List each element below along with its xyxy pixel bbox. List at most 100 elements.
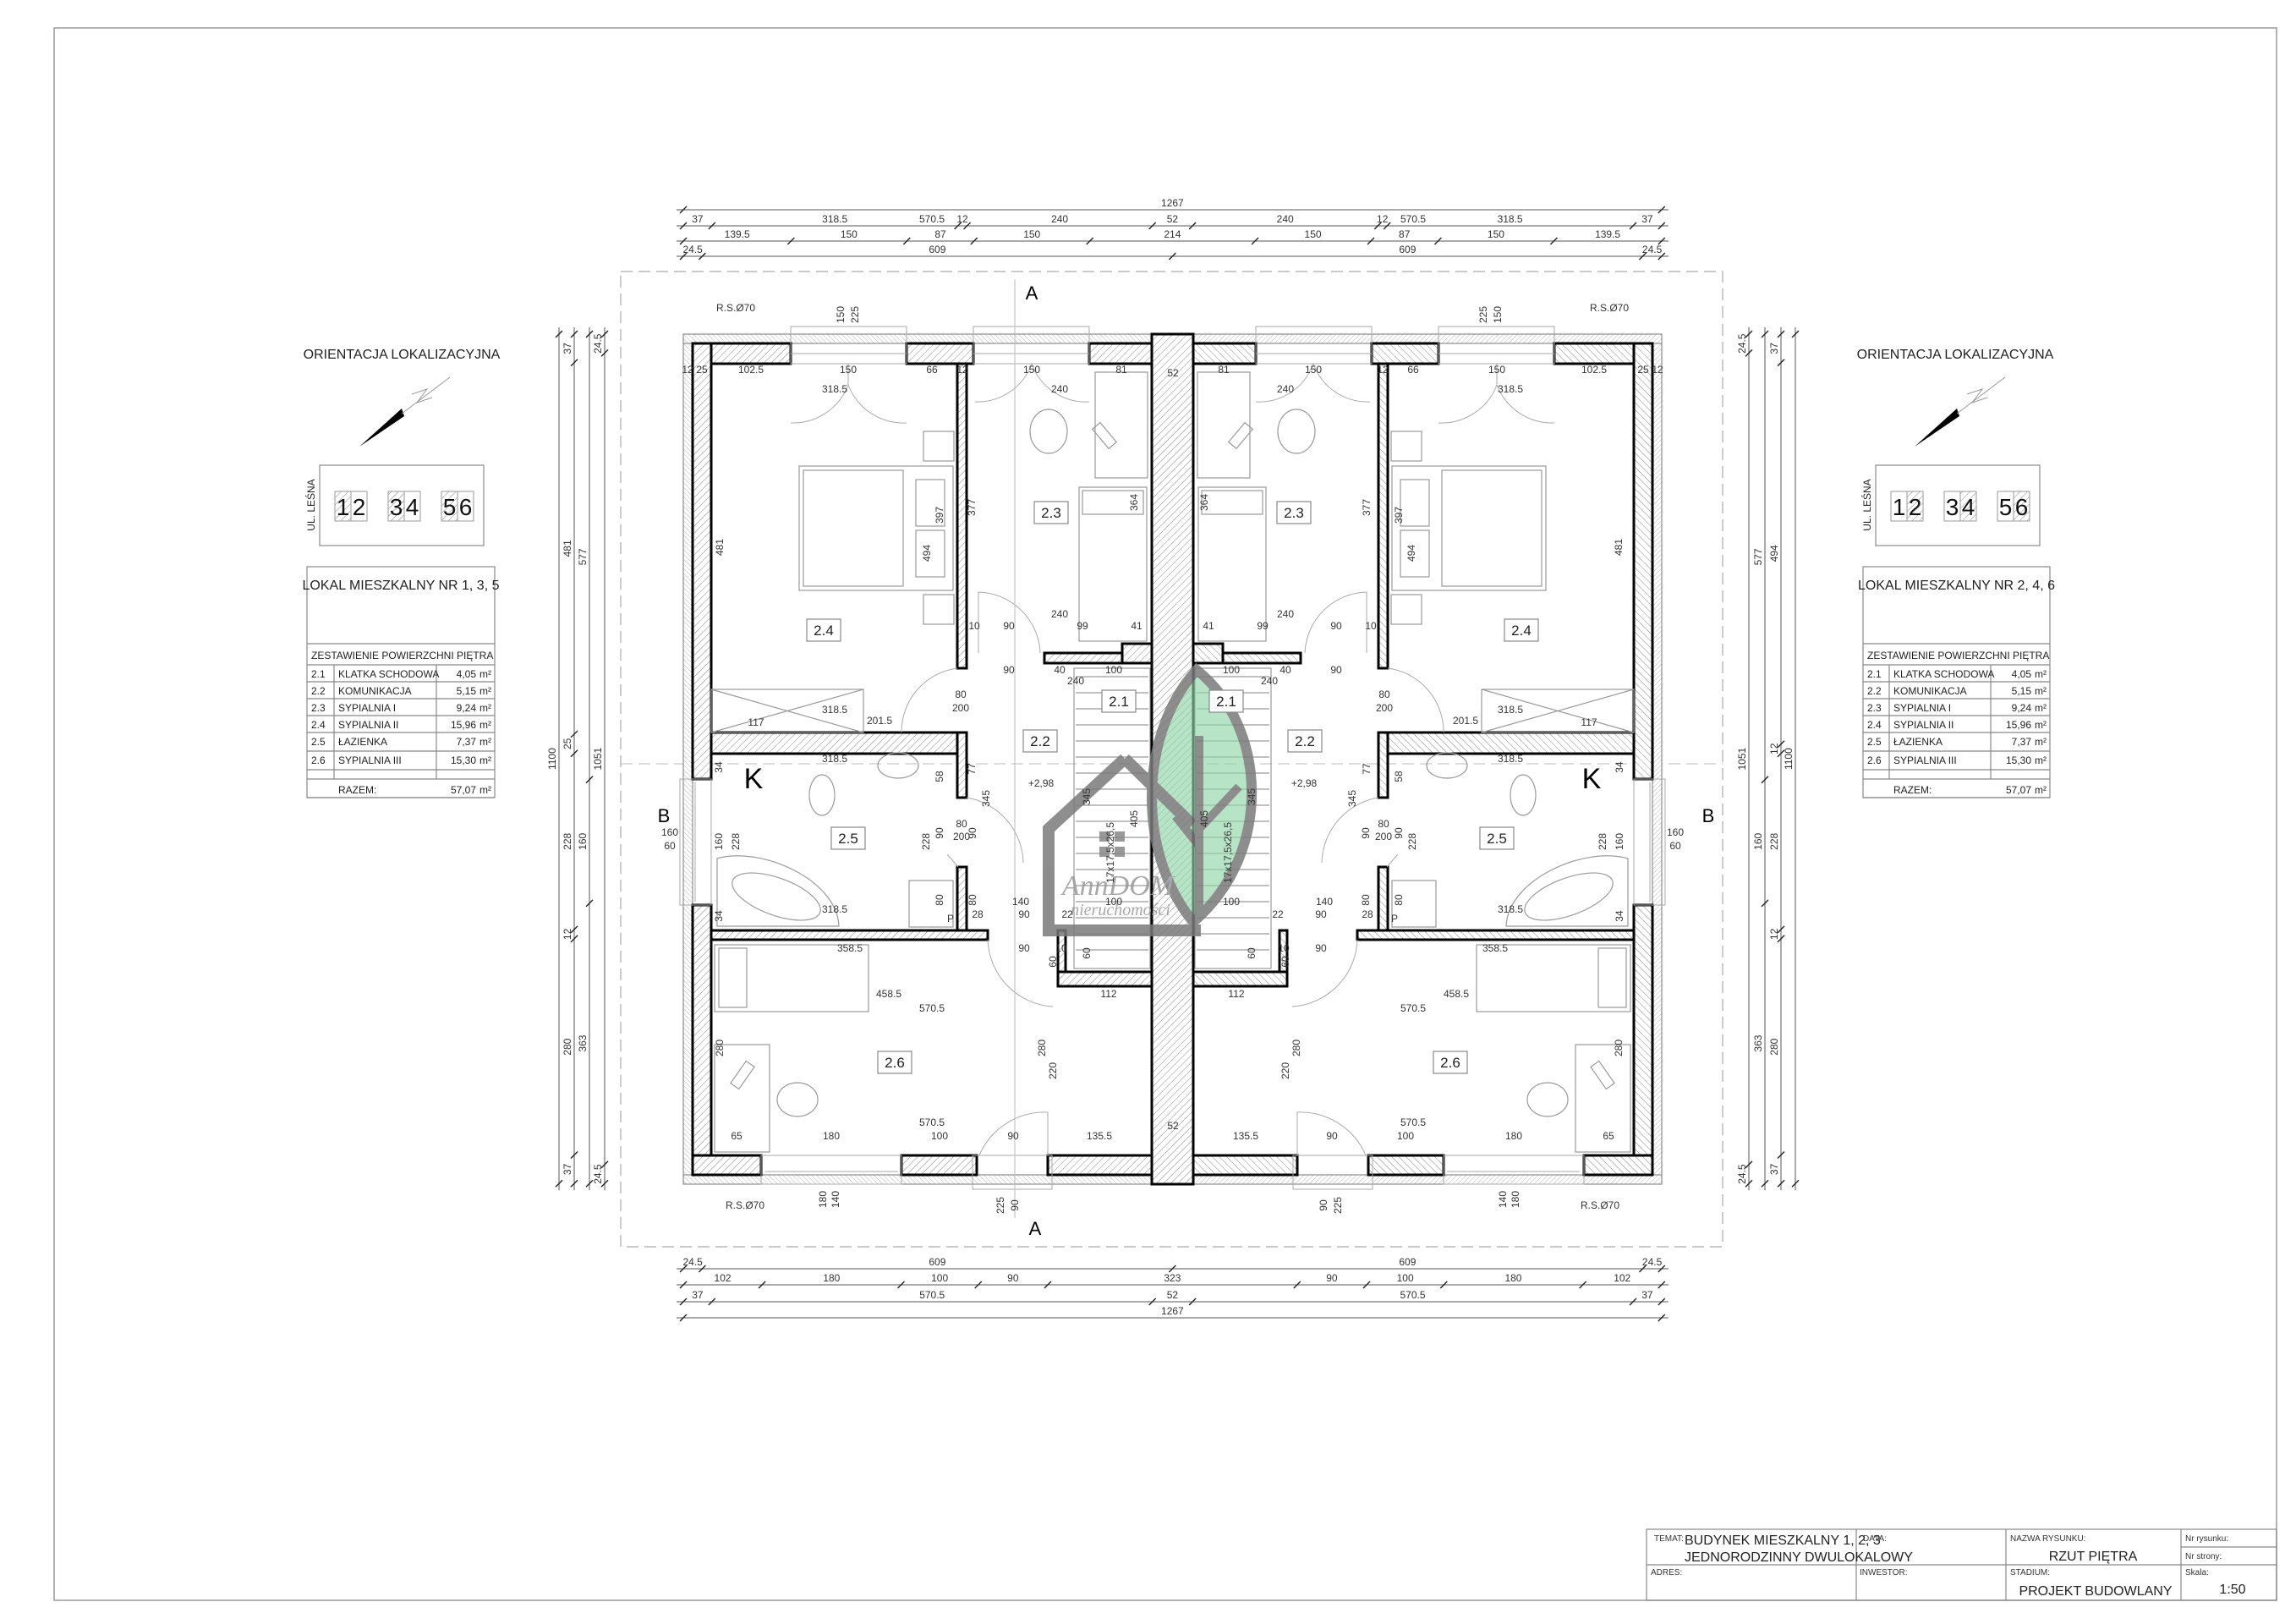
house-outline (1043, 754, 1201, 936)
dimension-label: 24.5 (1642, 244, 1663, 255)
dimension-tick (679, 1265, 688, 1273)
interior-dim-right: 140 (1316, 896, 1333, 908)
dimension-label: 160 (1752, 833, 1764, 850)
interior-dim-right: 12 (1377, 364, 1389, 376)
interior-dim-right: 318.5 (1498, 383, 1523, 395)
dimension-tick (896, 1281, 905, 1289)
dimension-tick (555, 330, 563, 338)
interior-dim-right: 90 (1393, 827, 1405, 839)
interior-dim-left: 458.5 (876, 988, 901, 1000)
dimension-tick (1629, 222, 1637, 230)
interior-dim-right: 225 (1477, 306, 1489, 323)
interior-dim-right: 397 (1393, 507, 1405, 524)
orientation-title: ORIENTACJA LOKALIZACYJNA (304, 348, 501, 362)
dimension-label: 87 (934, 228, 946, 240)
dimension-label: 609 (1399, 244, 1416, 255)
room-label-box (1276, 501, 1312, 524)
dimension-label: 52 (1167, 213, 1179, 225)
interior-dim-right: 99 (1257, 620, 1269, 632)
dimension-label: 318.5 (1498, 213, 1523, 225)
dimension-tick (570, 730, 578, 738)
interior-dim-left: 150 (835, 306, 847, 323)
interior-dim-left: 10 (968, 620, 980, 632)
dimension-tick (1188, 222, 1197, 230)
dimension-label: 180 (823, 1272, 840, 1284)
room-number: 2.3 (1284, 505, 1304, 521)
watermark-logo: AnnDOM nieruchomości (1043, 662, 1258, 936)
interior-dim-left: 28 (972, 908, 984, 920)
lot-number: 4 (1962, 494, 1975, 520)
interior-dim-right: 65 (1603, 1130, 1614, 1142)
dimension-tick (698, 252, 706, 261)
interior-dim-right: R.S.Ø70 (1581, 1199, 1619, 1211)
room-no: 2.5 (311, 736, 326, 748)
walls (691, 342, 1153, 1177)
room-number: 2.4 (1511, 623, 1532, 639)
dimension-label: 12 (1768, 743, 1780, 754)
room-name: ŁAZIENKA (338, 736, 387, 748)
investor-label: INWESTOR: (1860, 1568, 1907, 1577)
interior-dim-right: 140 (1497, 1191, 1509, 1208)
vent-label-right: K (1582, 763, 1602, 795)
dimension-tick (679, 252, 688, 261)
room-area: 15,96 (451, 719, 476, 731)
interior-dim-left: 377 (966, 499, 978, 516)
interior-dim-left: 77 (966, 763, 978, 775)
dimension-tick (1086, 237, 1094, 245)
room-area: 5,15 (457, 685, 477, 697)
interior-dim-left: 100 (1105, 896, 1122, 908)
interior-dim-left: 345 (980, 790, 992, 807)
interior-dim-right: 25 (1637, 364, 1649, 376)
dimension-tick (1761, 1179, 1769, 1188)
room-name: KLATKA SCHODOWA (1893, 668, 1994, 680)
interior-dim-left: 200 (953, 831, 970, 842)
dimension-label: 24.5 (683, 1256, 704, 1268)
interior-dim-left: 90 (1007, 1130, 1019, 1142)
interior-dim-right: 180 (1510, 1191, 1521, 1208)
interior-dim-right: 77 (1361, 763, 1373, 775)
interior-dim-left: 90 (1003, 664, 1015, 676)
room-no: 2.2 (311, 685, 326, 697)
interior-dim-right: 570.5 (1400, 1002, 1426, 1014)
north-symbol-icon (1966, 388, 1988, 403)
room-label-box (806, 618, 841, 642)
north-arrow-line (401, 376, 451, 414)
interior-dim-left: 240 (1051, 608, 1068, 620)
table-heading: ZESTAWIENIE POWIERZCHNI PIĘTRA (311, 650, 493, 661)
dimension-label: 100 (1397, 1272, 1414, 1284)
street-label: UL. LEŚNA (304, 479, 317, 530)
dimension-tick (600, 348, 609, 357)
dimension-tick (786, 237, 795, 245)
dimension-label: 180 (1504, 1272, 1521, 1284)
dimension-tick (1761, 776, 1769, 784)
interior-dim-right: 100 (1223, 664, 1240, 676)
interior-dim-right: 150 (1492, 306, 1504, 323)
lot-box (1959, 491, 1977, 522)
dimension-tick (1791, 330, 1800, 338)
dimension-label: 570.5 (1400, 1289, 1426, 1301)
dimension-label: 90 (1326, 1272, 1338, 1284)
interior-dim-right: +2,98 (1291, 777, 1318, 789)
dimension-tick (1293, 1281, 1301, 1289)
room-name: SYPIALNIA III (338, 754, 402, 766)
dimension-tick (585, 899, 594, 908)
room-label-box (830, 826, 866, 850)
dimension-label: 100 (931, 1272, 948, 1284)
interior-dim-left: 100 (1105, 664, 1122, 676)
interior-dim-left: 80 (956, 818, 967, 830)
room-no: 2.1 (1867, 668, 1882, 680)
interior-dim-left: 570.5 (919, 1002, 945, 1014)
dimension-tick (954, 222, 962, 230)
interior-dim-left: 99 (1077, 620, 1088, 632)
total-label: RAZEM: (338, 784, 376, 796)
page-number-label: Nr strony: (2185, 1552, 2222, 1561)
interior-dim-right: 345 (1246, 788, 1258, 805)
dimension-label: 90 (1007, 1272, 1019, 1284)
lot-number: 2 (1909, 494, 1922, 520)
interior-dim-left: 225 (849, 306, 861, 323)
interior-dim-left: 135.5 (1087, 1130, 1112, 1142)
stage: PROJEKT BUDOWLANY (2019, 1584, 2172, 1599)
interior-dim-left: 90 (967, 827, 978, 839)
north-arrow-line (1956, 376, 2006, 414)
interior-dim-left: 225 (995, 1197, 1006, 1214)
